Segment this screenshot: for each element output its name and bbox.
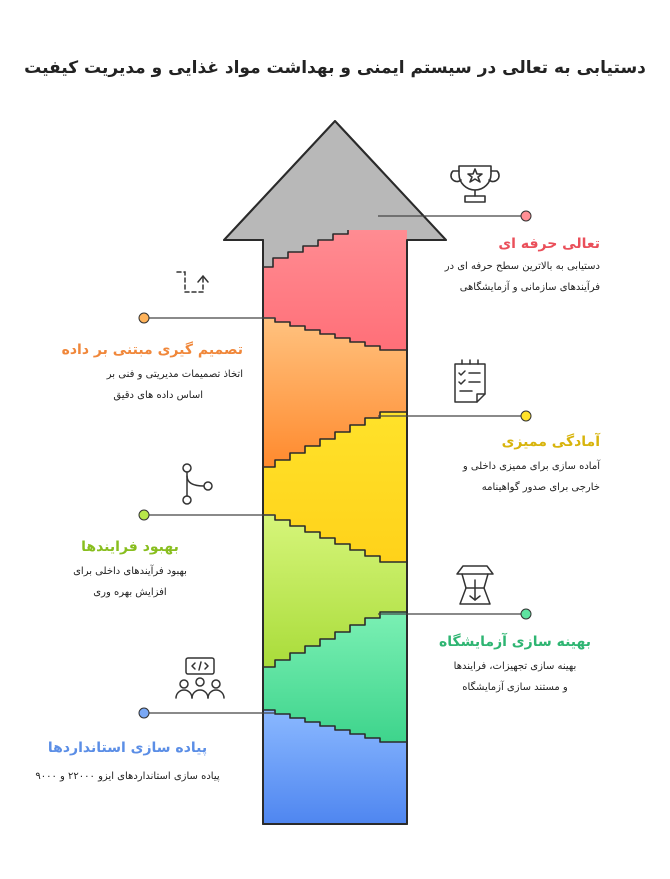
step-title: تصمیم گیری مبتنی بر داده — [61, 342, 243, 358]
step-desc: بهینه سازی تجهیزات، فرایندها و مستند ساز… — [430, 656, 600, 698]
step-label-lab-optimization: بهینه سازی آزمایشگاه بهینه سازی تجهیزات،… — [430, 634, 600, 698]
step-desc: اتخاذ تصمیمات مدیریتی و فنی بر اساس داده… — [15, 364, 243, 406]
step-desc: بهبود فرآیندهای داخلی برای افزایش بهره و… — [60, 561, 200, 603]
dot-green — [520, 608, 532, 620]
checklist-icon — [454, 359, 486, 403]
step-desc-line2: افزایش بهره وری — [93, 587, 167, 598]
step-label-process-improvement: بهبود فرایندها بهبود فرآیندهای داخلی برا… — [60, 539, 200, 603]
page-title: دستیابی به تعالی در سیستم ایمنی و بهداشت… — [24, 58, 646, 78]
trophy-icon — [450, 165, 500, 203]
step-desc-line1: بهینه سازی تجهیزات، فرایندها — [453, 661, 577, 672]
step-desc-line2: و مستند سازی آزمایشگاه — [462, 682, 568, 693]
step-desc: آماده سازی برای ممیزی داخلی و خارجی برای… — [420, 456, 600, 498]
step-desc-line1: اتخاذ تصمیمات مدیریتی و فنی بر — [106, 369, 243, 380]
step-desc: پیاده سازی استانداردهای ایزو ۲۲۰۰۰ و ۹۰۰… — [15, 766, 240, 787]
dot-orange — [138, 312, 150, 324]
team-code-icon — [175, 657, 225, 699]
step-title: آمادگی ممیزی — [501, 434, 600, 450]
band-orange — [263, 318, 407, 467]
step-label-excellence: تعالی حرفه ای دستیابی به بالاترین سطح حر… — [420, 236, 600, 298]
step-title: بهینه سازی آزمایشگاه — [438, 634, 592, 650]
step-desc-line2: خارجی برای صدور گواهینامه — [481, 482, 600, 493]
path-arrow-icon — [176, 271, 209, 293]
step-title: پیاده سازی استانداردها — [47, 740, 208, 756]
step-label-standards: پیاده سازی استانداردها پیاده سازی استاند… — [15, 740, 240, 787]
step-title: تعالی حرفه ای — [498, 236, 600, 252]
step-desc-line2: اساس داده های دقیق — [113, 390, 203, 401]
branch-icon — [182, 463, 213, 505]
dot-red — [520, 210, 532, 222]
step-desc-line1: بهبود فرآیندهای داخلی برای — [73, 566, 187, 577]
dot-lime — [138, 509, 150, 521]
step-title: بهبود فرایندها — [81, 539, 179, 555]
step-label-data-driven: تصمیم گیری مبتنی بر داده اتخاذ تصمیمات م… — [15, 342, 243, 406]
step-desc: دستیابی به بالاترین سطح حرفه ای در فرآین… — [420, 256, 600, 298]
step-desc-line1: دستیابی به بالاترین سطح حرفه ای در — [444, 261, 600, 272]
step-desc-line2: فرآیندهای سازمانی و آزمایشگاهی — [459, 282, 600, 293]
dot-blue — [138, 707, 150, 719]
stair-outlines — [263, 230, 407, 743]
band-green — [263, 612, 407, 742]
band-lime — [263, 515, 407, 667]
step-desc-line1: آماده سازی برای ممیزی داخلی و — [462, 461, 600, 472]
step-label-audit-ready: آمادگی ممیزی آماده سازی برای ممیزی داخلی… — [420, 434, 600, 498]
optimize-icon — [456, 565, 494, 605]
step-desc-line1: پیاده سازی استانداردهای ایزو ۲۲۰۰۰ و ۹۰۰… — [35, 771, 220, 782]
connectors — [144, 215, 526, 714]
band-red — [263, 230, 407, 350]
band-yellow — [263, 412, 407, 562]
dot-yellow — [520, 410, 532, 422]
